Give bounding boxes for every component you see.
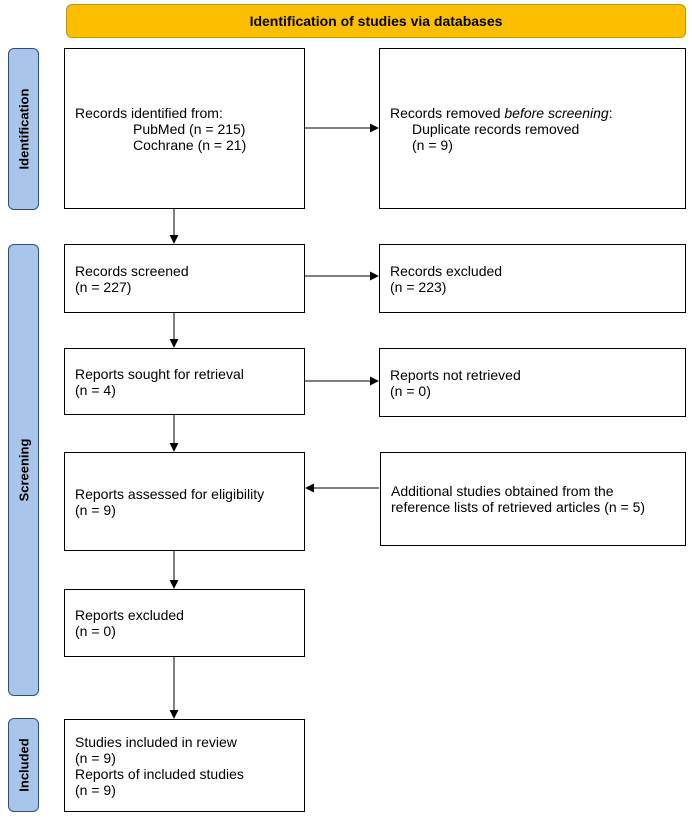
studies-included-label: Studies included in review bbox=[75, 733, 237, 750]
reports-excluded-count: (n = 0) bbox=[75, 623, 116, 639]
records-removed-heading: Records removed before screening: bbox=[390, 104, 613, 121]
records-screened-label: Records screened bbox=[75, 262, 189, 279]
reports-sought-count: (n = 4) bbox=[75, 381, 116, 398]
records-removed-box: Records removed before screening: Duplic… bbox=[379, 48, 686, 209]
reports-sought-label: Reports sought for retrieval bbox=[75, 365, 244, 382]
reports-assessed-box: Reports assessed for eligibility (n = 9) bbox=[64, 452, 305, 551]
reports-included-label: Reports of included studies bbox=[75, 765, 244, 782]
records-identified-heading: Records identified from: bbox=[75, 104, 223, 121]
reports-included-count: (n = 9) bbox=[75, 781, 116, 798]
phase-included: Included bbox=[8, 718, 39, 812]
reports-assessed-count: (n = 9) bbox=[75, 501, 116, 518]
phase-identification: Identification bbox=[8, 48, 39, 210]
banner-title: Identification of studies via databases bbox=[249, 13, 503, 29]
records-excluded-label: Records excluded bbox=[390, 262, 503, 279]
reports-excluded-label: Reports excluded bbox=[75, 607, 184, 623]
reports-not-retrieved-box: Reports not retrieved (n = 0) bbox=[379, 348, 686, 417]
pubmed-count: PubMed (n = 215) bbox=[133, 120, 246, 137]
reports-not-retrieved-label: Reports not retrieved bbox=[390, 366, 521, 383]
duplicate-records-label: Duplicate records removed bbox=[412, 120, 580, 137]
records-screened-box: Records screened (n = 227) bbox=[64, 244, 305, 313]
studies-included-box: Studies included in review (n = 9) Repor… bbox=[64, 719, 305, 812]
additional-studies-line2: reference lists of retrieved articles (n… bbox=[391, 499, 646, 515]
reports-assessed-label: Reports assessed for eligibility bbox=[75, 485, 265, 502]
additional-studies-line1: Additional studies obtained from the bbox=[391, 483, 614, 499]
duplicate-records-count: (n = 9) bbox=[412, 136, 453, 153]
records-excluded-box: Records excluded (n = 223) bbox=[379, 244, 686, 313]
records-identified-box: Records identified from: PubMed (n = 215… bbox=[64, 48, 305, 209]
reports-not-retrieved-count: (n = 0) bbox=[390, 382, 431, 399]
phase-screening: Screening bbox=[8, 244, 39, 696]
cochrane-count: Cochrane (n = 21) bbox=[133, 136, 247, 153]
records-screened-count: (n = 227) bbox=[75, 278, 132, 295]
studies-included-count: (n = 9) bbox=[75, 749, 116, 766]
reports-excluded-box: Reports excluded (n = 0) bbox=[64, 589, 305, 657]
records-excluded-count: (n = 223) bbox=[390, 278, 447, 295]
additional-studies-box: Additional studies obtained from the ref… bbox=[380, 452, 686, 546]
reports-sought-box: Reports sought for retrieval (n = 4) bbox=[64, 348, 305, 415]
section-banner: Identification of studies via databases bbox=[66, 4, 686, 38]
